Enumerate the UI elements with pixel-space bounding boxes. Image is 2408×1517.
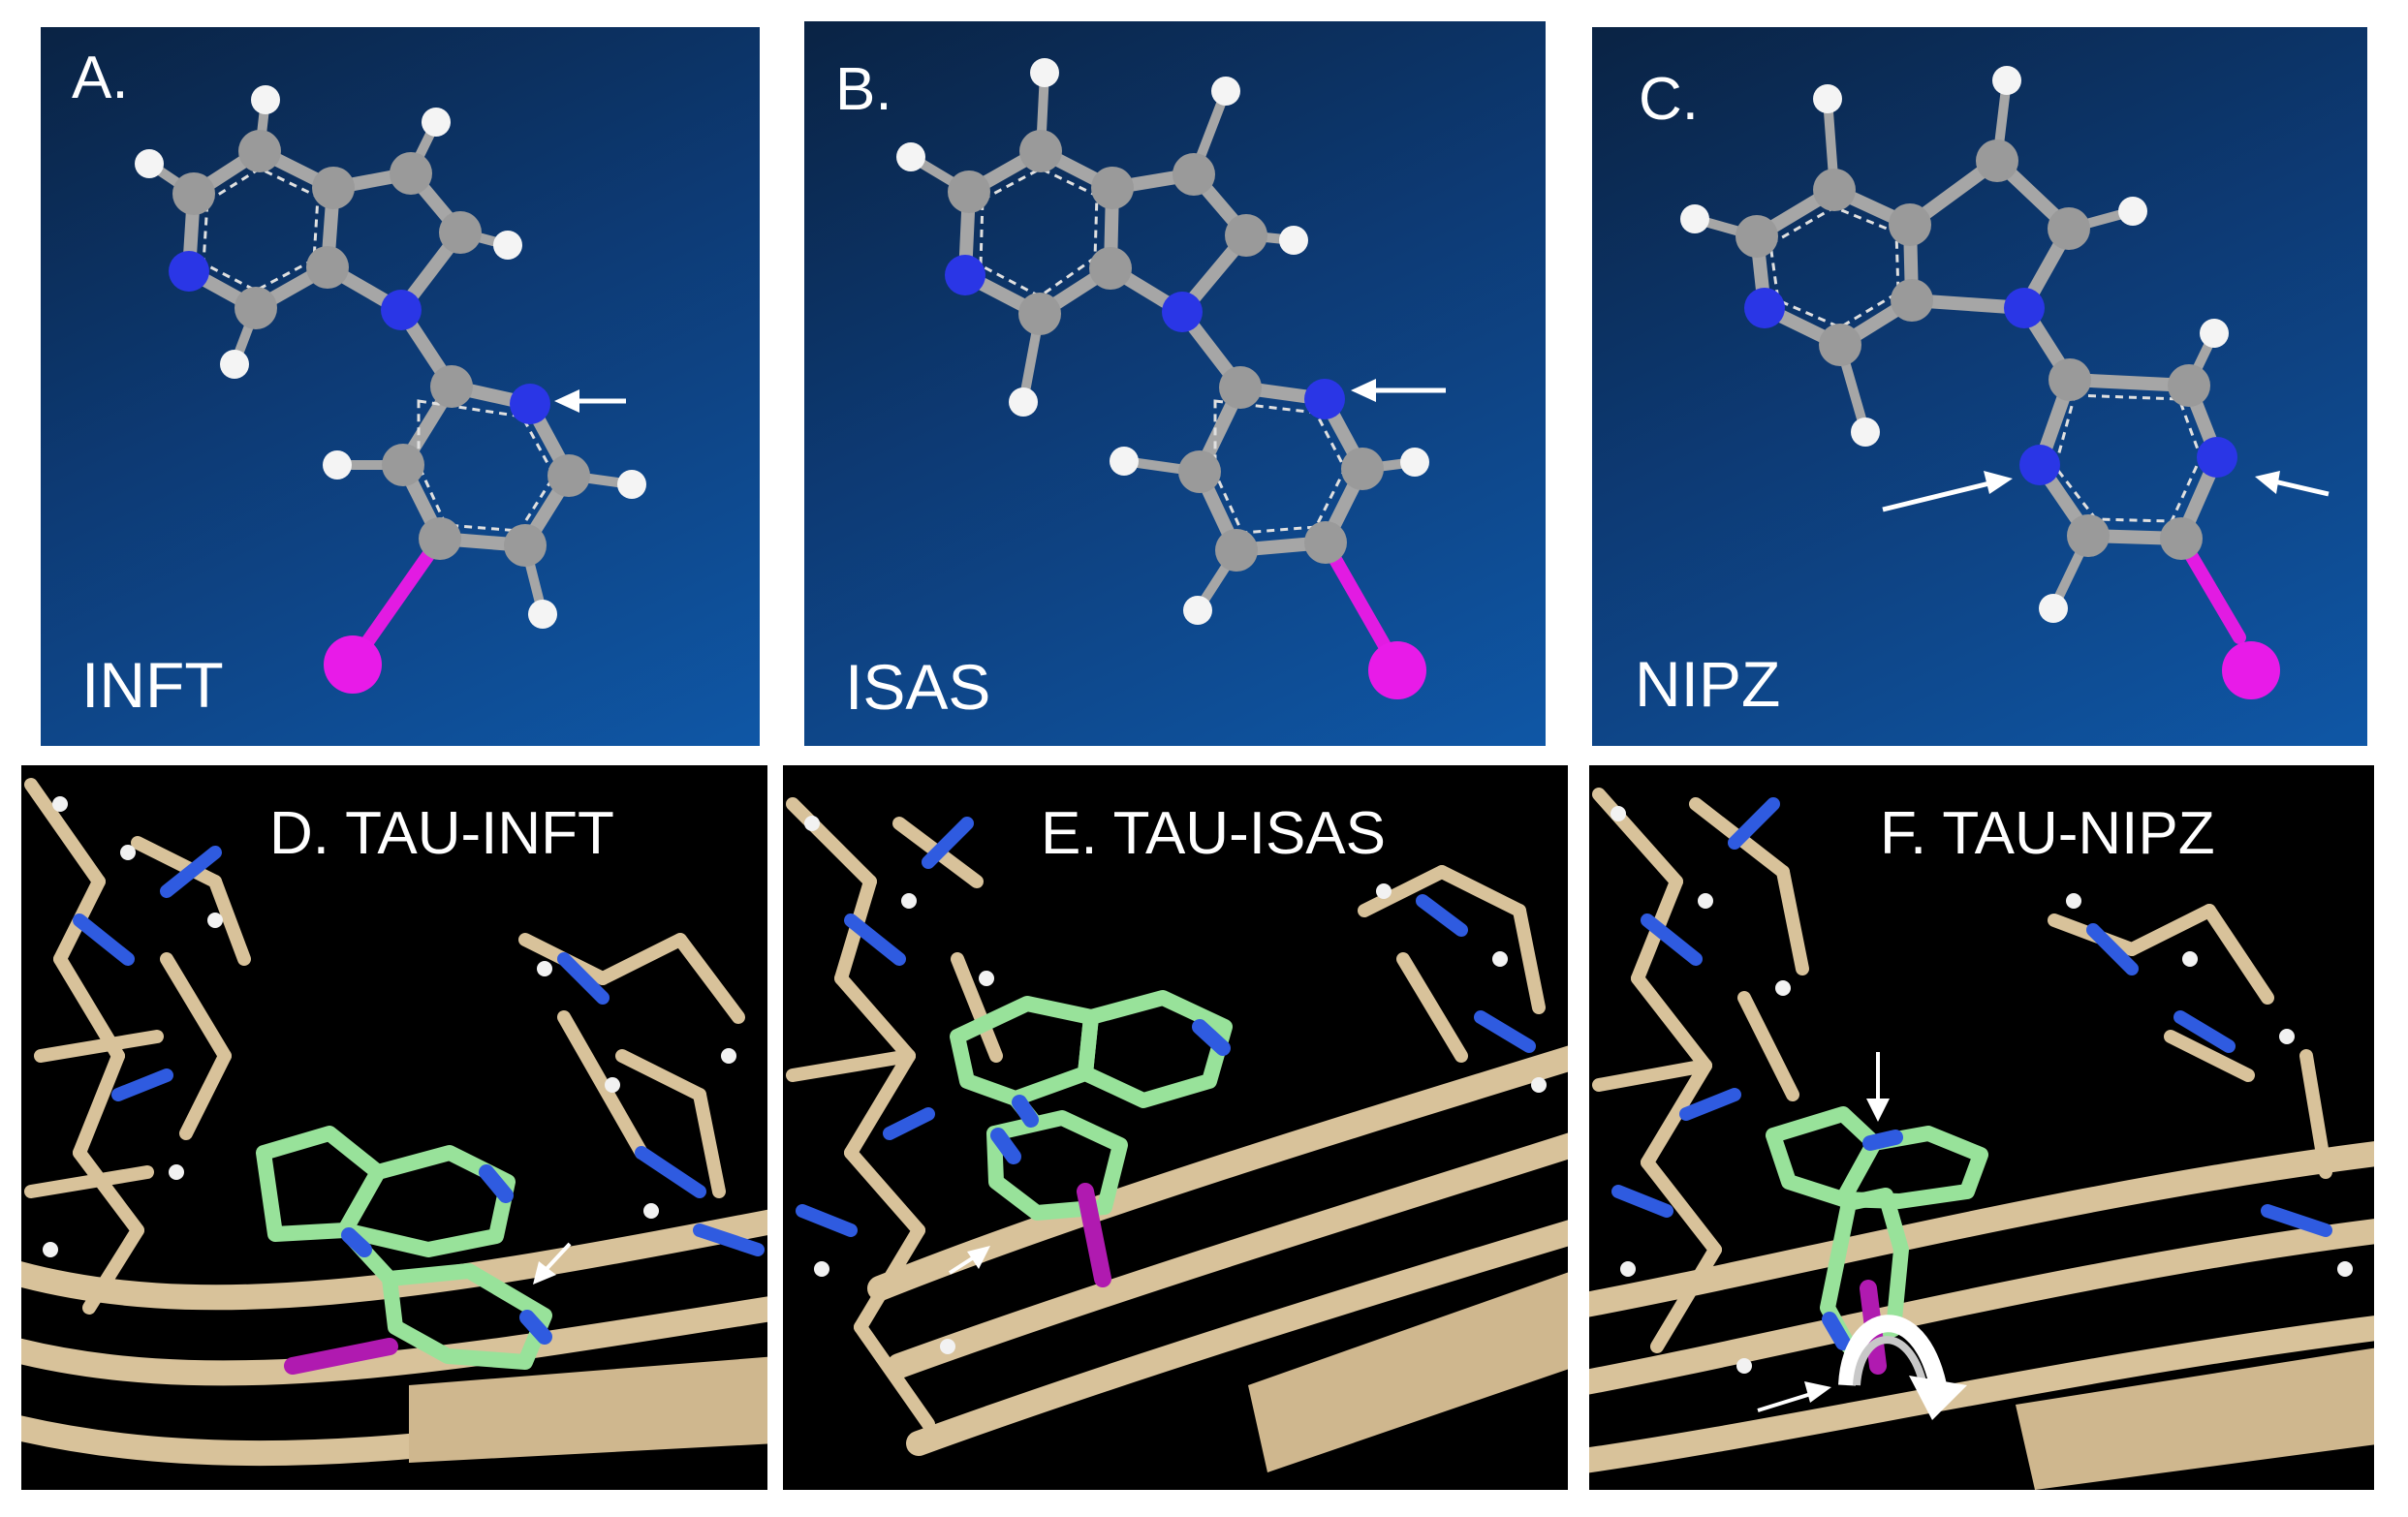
panel-a-letter: A. (72, 45, 129, 111)
panel-f-tau-nipz: F. TAU-NIPZ (1589, 765, 2374, 1490)
panel-c-letter: C. (1639, 66, 1699, 133)
panel-a-inft: A. INFT (41, 27, 760, 746)
isas-molecule-structure (896, 58, 1446, 699)
panel-d-title: D. TAU-INFT (269, 800, 614, 867)
compound-name-inft: INFT (81, 649, 224, 721)
tau-nipz-docking-view (1589, 788, 2374, 1490)
inft-molecule-structure (135, 85, 646, 694)
panel-b-letter: B. (835, 56, 892, 123)
panel-d-tau-inft: D. TAU-INFT (21, 765, 767, 1490)
compound-name-isas: ISAS (845, 651, 991, 723)
tau-inft-docking-view (21, 778, 767, 1467)
panel-c-nipz: C. NIPZ (1592, 27, 2367, 746)
nipz-molecule-structure (1680, 66, 2330, 699)
compound-name-nipz: NIPZ (1635, 648, 1781, 720)
panel-e-tau-isas: E. TAU-ISAS (783, 765, 1568, 1490)
tau-isas-docking-view (786, 797, 1568, 1472)
panel-f-title: F. TAU-NIPZ (1880, 800, 2215, 867)
panel-e-title: E. TAU-ISAS (1041, 800, 1387, 867)
panel-b-isas: B. ISAS (804, 21, 1546, 746)
